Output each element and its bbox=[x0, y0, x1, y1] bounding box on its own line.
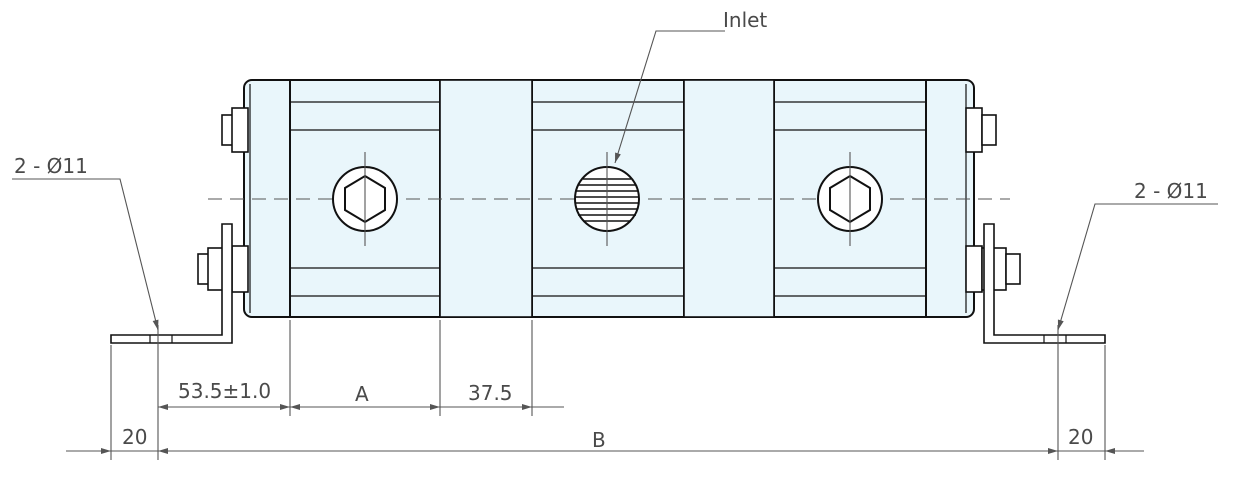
left-bracket bbox=[110, 223, 233, 344]
outlet-port-right bbox=[817, 152, 883, 246]
left-bolt-assembly bbox=[197, 107, 249, 293]
outlet-port-left bbox=[332, 152, 398, 246]
leader-lines bbox=[12, 30, 1218, 331]
extension-lines bbox=[110, 320, 1106, 460]
dim-label-20-left: 20 bbox=[122, 425, 147, 449]
dim-label-tolerance: 53.5±1.0 bbox=[178, 379, 271, 403]
inlet-port bbox=[574, 152, 640, 246]
dim-label-37: 37.5 bbox=[468, 381, 513, 405]
dim-label-a: A bbox=[355, 382, 369, 406]
hole-callout-right: 2 - Ø11 bbox=[1134, 179, 1208, 203]
dim-label-b: B bbox=[592, 428, 606, 452]
dim-label-20-right: 20 bbox=[1068, 425, 1093, 449]
hole-callout-left: 2 - Ø11 bbox=[14, 154, 88, 178]
right-bracket bbox=[983, 223, 1106, 344]
dimension-lines bbox=[66, 404, 1144, 454]
inlet-label: Inlet bbox=[723, 8, 767, 32]
